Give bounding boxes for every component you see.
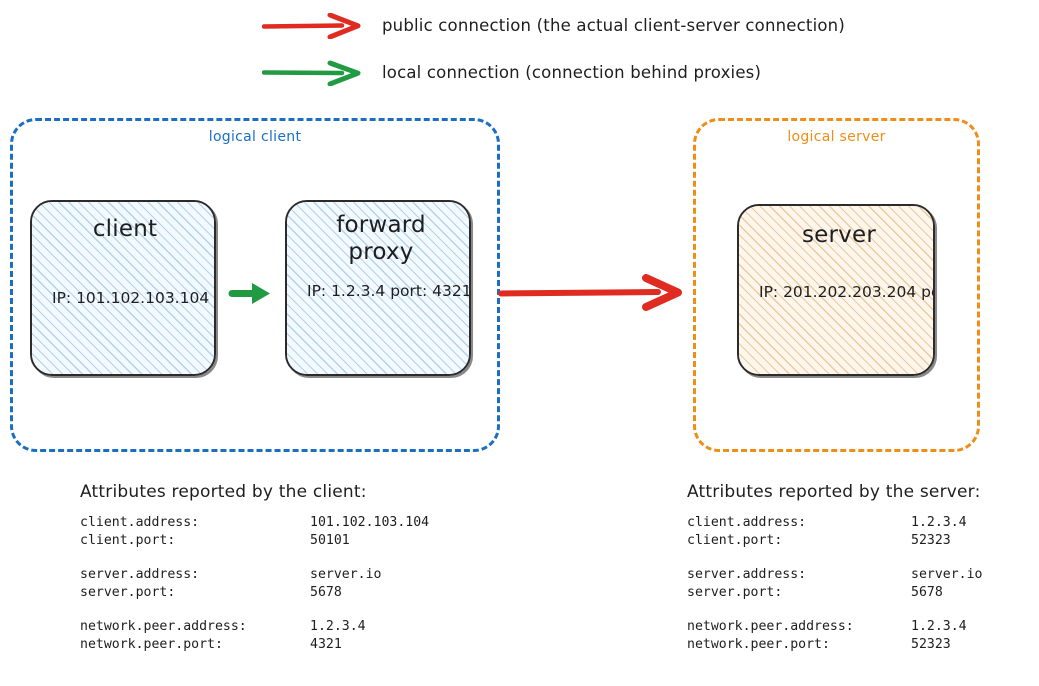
local-connection-arrow-icon — [228, 276, 276, 310]
attribute-value — [310, 549, 429, 566]
attribute-spacer-row — [80, 549, 429, 566]
node-client-title: client — [92, 216, 158, 242]
attribute-value: 1.2.3.4 — [310, 619, 366, 634]
attribute-key: network.peer.address: — [687, 619, 854, 634]
node-forward-proxy[interactable]: forward proxy IP: 1.2.3.4 port: 4321 add… — [285, 200, 471, 376]
attribute-key: network.peer.port: — [80, 636, 223, 652]
public-connection-arrow-icon — [498, 274, 682, 312]
logical-client-caption: logical client — [208, 129, 302, 145]
attribute-row: network.peer.port: 52323 — [687, 636, 982, 654]
attribute-key: client.port: — [80, 532, 176, 548]
attribute-row: client.address: 1.2.3.4 — [687, 514, 982, 532]
attribute-row: network.peer.address: 1.2.3.4 — [80, 618, 429, 636]
attribute-value: 1.2.3.4 — [911, 619, 967, 634]
attribute-spacer-row — [687, 549, 982, 566]
attribute-key: server.port: — [80, 584, 176, 600]
attribute-value — [911, 601, 982, 618]
node-forward-proxy-hatch-fill — [287, 202, 469, 374]
attribute-key: network.peer.address: — [80, 619, 247, 634]
node-client[interactable]: client IP: 101.102.103.104 address: clie… — [30, 200, 216, 376]
attribute-value: 50101 — [310, 532, 350, 548]
attribute-key: network.peer.port: — [687, 636, 830, 652]
attribute-value: 5678 — [310, 584, 342, 600]
attribute-key: server.port: — [687, 584, 783, 600]
attribute-row: server.address: server.io — [687, 566, 982, 584]
attribute-key: server.address: — [80, 567, 200, 582]
attributes-server-heading: Attributes reported by the server: — [687, 482, 981, 502]
attribute-key — [687, 601, 911, 618]
attribute-key: client.address: — [687, 515, 807, 530]
node-server[interactable]: server IP: 201.202.203.204 port: 5678 ad… — [737, 204, 935, 376]
attribute-key — [687, 549, 911, 566]
attribute-row: server.address: server.io — [80, 566, 429, 584]
legend-local-label: local connection (connection behind prox… — [382, 63, 762, 82]
attribute-row: client.address: 101.102.103.104 — [80, 514, 429, 532]
attribute-spacer-row — [687, 601, 982, 618]
attributes-client-table: client.address: 101.102.103.104 client.por… — [80, 514, 429, 653]
attribute-key: server.address: — [687, 567, 807, 582]
attributes-client-rows: client.address: 101.102.103.104 client.por… — [80, 514, 429, 653]
node-forward-proxy-title: forward proxy — [336, 212, 426, 266]
attributes-client-block: Attributes reported by the client: clien… — [80, 482, 429, 653]
node-server-details: IP: 201.202.203.204 port: 5678 address: … — [759, 283, 933, 302]
attribute-value: 52323 — [911, 636, 951, 652]
logical-client-group: logical client — [10, 118, 500, 452]
attribute-value: 101.102.103.104 — [310, 515, 430, 530]
attribute-row: network.peer.port: 4321 — [80, 636, 429, 654]
attribute-key — [80, 549, 310, 566]
legend-public-arrow-icon — [261, 12, 362, 40]
attribute-row: server.port: 5678 — [80, 584, 429, 602]
attribute-row: client.port: 52323 — [687, 532, 982, 550]
legend-local-arrow-icon — [261, 60, 362, 87]
legend-public-label: public connection (the actual client-ser… — [382, 16, 845, 35]
attribute-value: 1.2.3.4 — [911, 515, 967, 530]
node-server-title: server — [801, 222, 876, 248]
attribute-row: client.port: 50101 — [80, 532, 429, 550]
attribute-key — [80, 601, 310, 618]
attribute-key: client.port: — [687, 532, 783, 548]
attribute-value: server.io — [310, 567, 382, 582]
logical-server-group: logical server — [693, 118, 980, 452]
node-server-hatch-fill — [739, 206, 933, 374]
node-forward-proxy-details: IP: 1.2.3.4 port: 4321 address: proxy.io — [307, 282, 471, 301]
attribute-value: 52323 — [911, 532, 951, 548]
attribute-value — [310, 601, 429, 618]
attributes-server-block: Attributes reported by the server: clien… — [687, 482, 982, 653]
attribute-row: network.peer.address: 1.2.3.4 — [687, 618, 982, 636]
attribute-value — [911, 549, 982, 566]
attribute-value: 4321 — [310, 636, 342, 652]
node-client-hatch-fill — [32, 202, 214, 374]
attribute-value: 5678 — [911, 584, 943, 600]
attribute-value: server.io — [911, 567, 983, 582]
attribute-row: server.port: 5678 — [687, 584, 982, 602]
attribute-key: client.address: — [80, 515, 200, 530]
attribute-spacer-row — [80, 601, 429, 618]
attributes-client-heading: Attributes reported by the client: — [80, 482, 367, 502]
node-client-details: IP: 101.102.103.104 address: client.io — [52, 289, 214, 308]
logical-server-caption: logical server — [787, 129, 886, 145]
